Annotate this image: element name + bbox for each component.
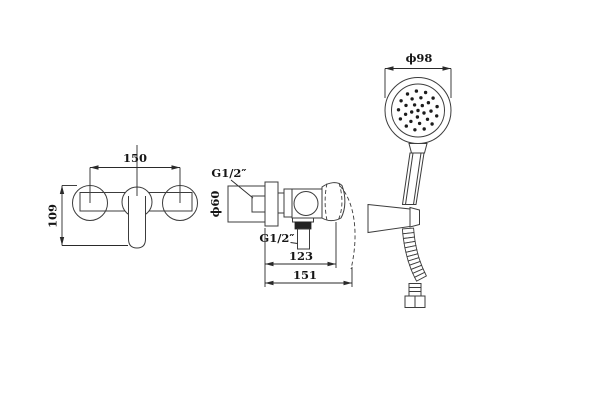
front-height-dim-label: 109	[46, 204, 60, 228]
inlet-thread-label: G1/2″	[211, 166, 246, 180]
connector-nut	[283, 188, 293, 218]
left-escutcheon	[72, 185, 108, 221]
spray-dot	[423, 90, 428, 95]
spray-dot	[416, 108, 420, 113]
leader-line	[230, 179, 254, 199]
inlet-tube-side	[227, 185, 266, 223]
spray-dot	[415, 115, 420, 119]
arrowhead-icon	[343, 280, 352, 286]
holder-clamp	[409, 206, 420, 228]
arrowhead-icon	[327, 261, 336, 267]
arrowhead-icon	[59, 185, 65, 194]
outlet-flange	[292, 217, 314, 223]
shower-head-face	[391, 83, 445, 138]
spray-dot	[430, 122, 434, 126]
spray-dot	[403, 112, 408, 117]
spray-dot	[429, 109, 433, 113]
head-diameter-dim-label: ϕ98	[406, 51, 433, 65]
spray-dot	[422, 127, 426, 131]
arrowhead-icon	[265, 261, 274, 267]
hose-end-ribs	[408, 283, 422, 297]
outlet-thread-label: G1/2″	[259, 231, 294, 245]
spray-dot	[419, 96, 423, 100]
right-escutcheon	[162, 185, 198, 221]
spray-nozzle-dots	[396, 89, 439, 132]
shower-handle-shaft	[401, 152, 425, 205]
spray-dot	[435, 104, 439, 109]
arrowhead-icon	[265, 280, 274, 286]
spray-dot	[398, 117, 403, 121]
spray-dot	[414, 89, 419, 93]
shaft-highlight-line	[413, 152, 422, 205]
connector-nut-step	[277, 192, 285, 214]
spray-dot	[417, 121, 422, 126]
outlet-seal-band	[294, 221, 312, 230]
spray-dot	[412, 103, 417, 107]
spray-dot	[409, 119, 413, 124]
body-diameter-label: ϕ60	[208, 191, 222, 218]
shaft-highlight-line	[405, 152, 414, 205]
spray-dot	[431, 96, 435, 100]
handle-swing-arc	[339, 185, 356, 270]
wall-plate-side	[264, 181, 279, 227]
arrowhead-icon	[59, 237, 65, 246]
overall-depth-dim-label: 151	[293, 268, 317, 282]
spray-dot	[413, 128, 417, 132]
outlet-pipe	[297, 228, 310, 250]
spray-dot	[435, 114, 439, 118]
arrowhead-icon	[171, 165, 180, 170]
lever-handle-front	[128, 196, 146, 249]
inlet-thread-port	[251, 195, 266, 213]
flexible-hose	[401, 227, 427, 282]
side-view: G1/2″ ϕ60 G1/2″ 123	[208, 166, 356, 287]
depth-dim-label: 123	[289, 249, 313, 263]
arrowhead-icon	[442, 66, 451, 71]
front-width-dim-label: 150	[123, 151, 147, 165]
spray-dot	[404, 103, 408, 108]
spray-dot	[399, 99, 403, 103]
spray-dot	[425, 117, 430, 122]
spray-dot	[426, 101, 431, 105]
spray-dot	[396, 108, 401, 112]
hand-shower-view: ϕ98	[367, 51, 452, 308]
spray-dot	[410, 110, 414, 114]
lever-handle-side	[321, 182, 346, 222]
spray-dot	[422, 111, 426, 115]
valve-circle	[293, 191, 319, 216]
leader-line	[290, 242, 298, 244]
hose-rib	[413, 271, 427, 282]
handle-hidden-line	[324, 183, 328, 221]
wall-holder-bracket	[367, 203, 411, 234]
arrowhead-icon	[385, 66, 394, 71]
arrowhead-icon	[90, 165, 99, 170]
spray-dot	[405, 92, 410, 96]
front-view: 150 109	[46, 145, 198, 249]
spray-dot	[420, 103, 424, 108]
spray-dot	[404, 124, 408, 128]
spray-dot	[410, 97, 414, 101]
shower-head-neck	[408, 143, 428, 154]
